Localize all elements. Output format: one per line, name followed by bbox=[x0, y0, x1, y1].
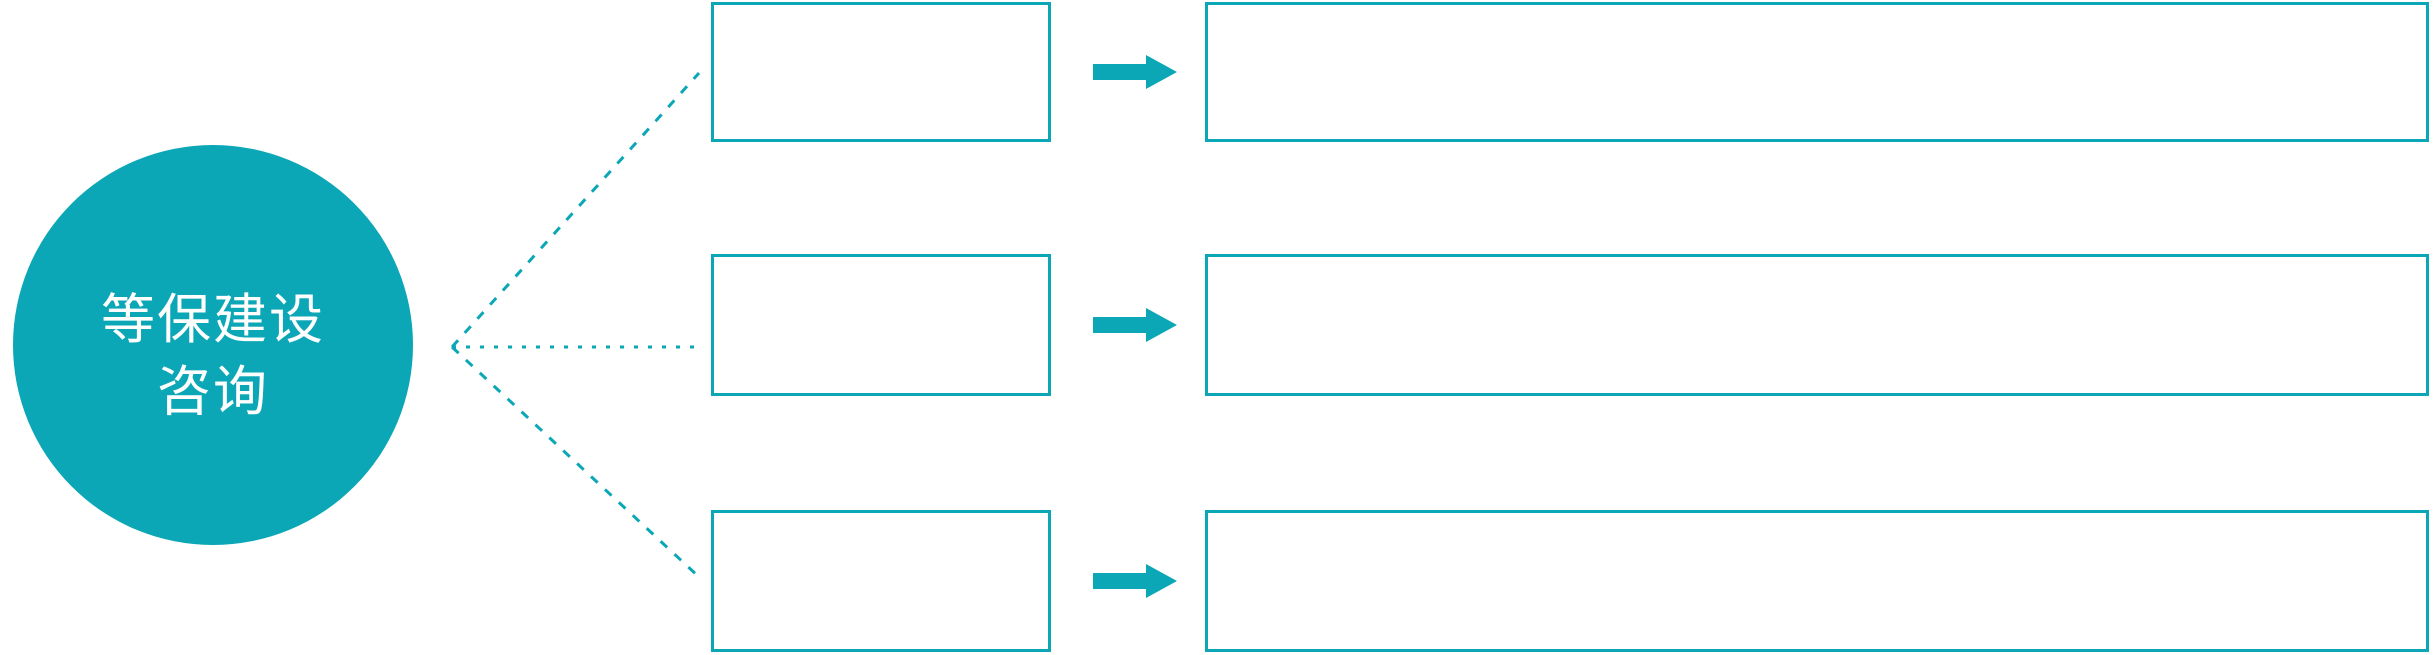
detail-box-1 bbox=[1205, 2, 2429, 142]
right-arrow-icon bbox=[1093, 308, 1177, 342]
dotted-connector-bottom bbox=[450, 345, 701, 579]
detail-box-2 bbox=[1205, 254, 2429, 396]
dotted-connector-top bbox=[450, 71, 701, 349]
right-arrow-icon bbox=[1093, 564, 1177, 598]
step-box-3 bbox=[711, 510, 1051, 652]
root-node-label: 等保建设 咨询 bbox=[101, 262, 325, 428]
root-node-label-line2: 咨询 bbox=[157, 362, 269, 422]
step-box-1 bbox=[711, 2, 1051, 142]
right-arrow-icon bbox=[1093, 55, 1177, 89]
root-node-circle: 等保建设 咨询 bbox=[13, 145, 413, 545]
root-node-label-line1: 等保建设 bbox=[101, 290, 325, 350]
step-box-2 bbox=[711, 254, 1051, 396]
detail-box-3 bbox=[1205, 510, 2429, 652]
